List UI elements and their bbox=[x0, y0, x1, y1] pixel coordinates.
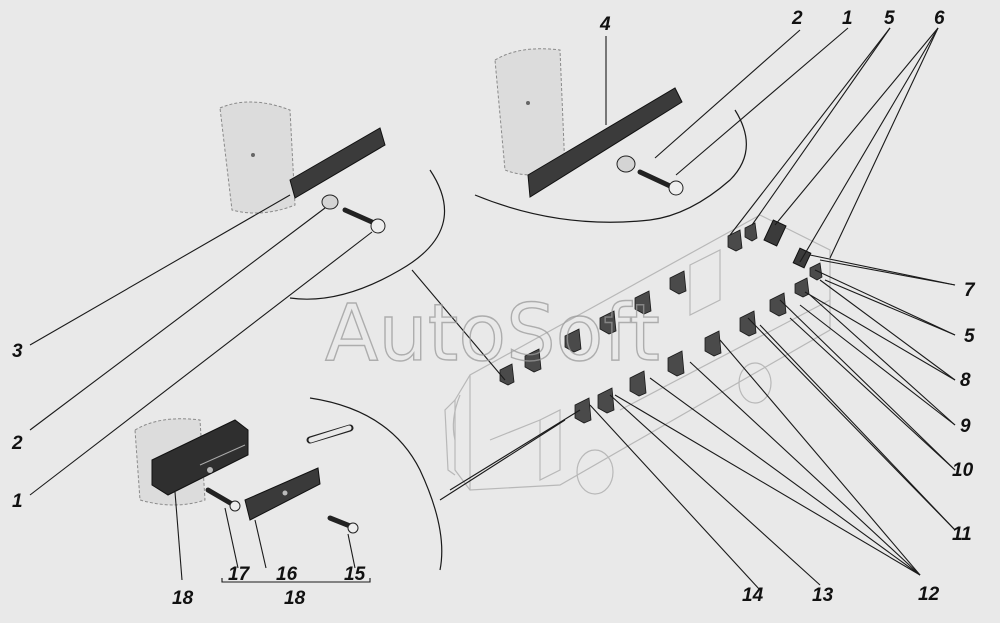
callout-10: 10 bbox=[952, 460, 974, 481]
curtains-left-row bbox=[499, 219, 812, 386]
callout-12: 12 bbox=[918, 584, 940, 605]
watermark-text: AutoSoft bbox=[325, 289, 660, 379]
callout-7: 7 bbox=[964, 280, 976, 301]
callout-labels: 4 2 1 5 6 7 5 8 9 10 11 12 13 14 3 2 1 1… bbox=[11, 8, 976, 609]
callout-9: 9 bbox=[960, 416, 971, 437]
callout-18-group: 18 bbox=[284, 588, 306, 609]
detail-top-bracket bbox=[474, 48, 747, 223]
callout-5-top: 5 bbox=[884, 8, 895, 29]
bus-outline bbox=[444, 214, 831, 495]
detail-clip bbox=[134, 397, 443, 583]
curtains-right-row bbox=[574, 262, 823, 424]
callout-3: 3 bbox=[12, 341, 23, 362]
callout-1-left: 1 bbox=[12, 491, 23, 512]
callout-2-left: 2 bbox=[11, 433, 23, 454]
callout-6: 6 bbox=[934, 8, 945, 29]
callout-11: 11 bbox=[952, 524, 972, 545]
callout-4: 4 bbox=[599, 14, 611, 35]
callout-18-part: 18 bbox=[172, 588, 194, 609]
callout-2-top: 2 bbox=[791, 8, 803, 29]
detail-left-bracket bbox=[219, 101, 446, 300]
callout-15: 15 bbox=[344, 564, 366, 585]
callout-1-top: 1 bbox=[842, 8, 853, 29]
callout-13: 13 bbox=[812, 585, 834, 606]
callout-5-right: 5 bbox=[964, 326, 975, 347]
callout-14: 14 bbox=[742, 585, 764, 606]
leader-lines bbox=[29, 27, 956, 591]
callout-16: 16 bbox=[276, 564, 298, 585]
callout-17: 17 bbox=[228, 564, 251, 585]
callout-8: 8 bbox=[960, 370, 971, 391]
